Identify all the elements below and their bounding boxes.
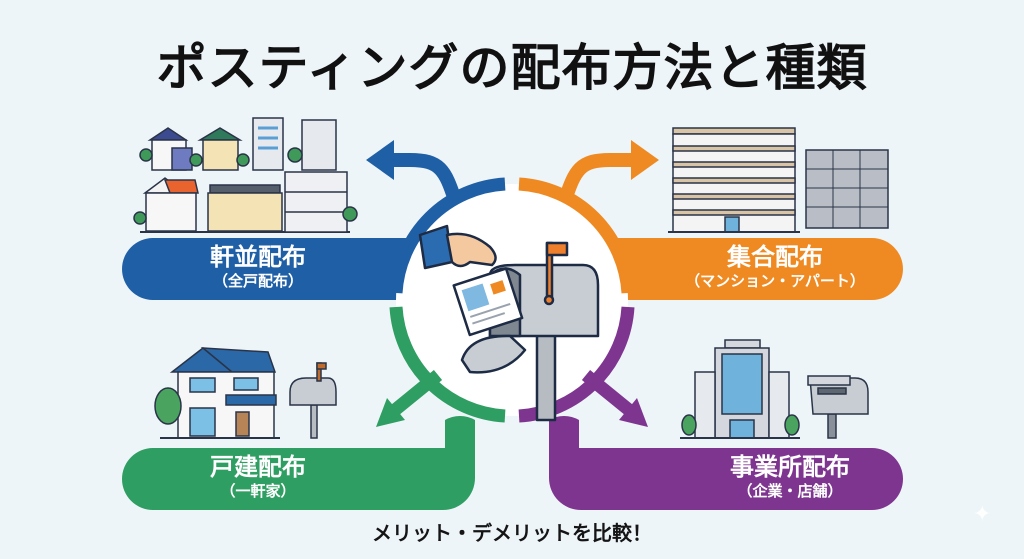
- category-koken: 戸建配布 （一軒家）: [153, 453, 363, 501]
- pill-jigyosho: [549, 415, 903, 510]
- category-noki: 軒並配布 （全戸配布）: [153, 243, 363, 291]
- category-label: 集合配布: [727, 243, 823, 271]
- category-shugo: 集合配布 （マンション・アパート）: [655, 243, 895, 291]
- apartment-and-mailbox-bank-icon: [668, 127, 889, 233]
- category-label: 軒並配布: [210, 243, 306, 271]
- pill-shugo: [588, 238, 903, 300]
- arrow-green-icon: [376, 369, 443, 427]
- category-label: 戸建配布: [210, 453, 306, 481]
- category-jigyosho: 事業所配布 （企業・店舗）: [680, 453, 900, 501]
- category-sub: （企業・店舗）: [737, 482, 843, 500]
- town-houses-and-buildings-icon: [133, 117, 358, 233]
- detached-house-with-mailbox-icon: [154, 347, 337, 439]
- hand-inserting-flyer-into-mailbox-icon: [418, 224, 600, 422]
- category-sub: （マンション・アパート）: [685, 272, 865, 290]
- office-building-with-postbox-icon: [680, 339, 869, 439]
- category-sub: （全戸配布）: [212, 272, 303, 290]
- ring-arc-orange: [518, 177, 635, 294]
- sparkle-icon: ✦: [973, 502, 992, 527]
- arrow-orange-icon: [558, 140, 659, 203]
- footer-caption: メリット・デメリットを比較！: [372, 521, 652, 545]
- arrow-blue-icon: [366, 140, 462, 203]
- category-label: 事業所配布: [730, 453, 850, 481]
- page-title: ポスティングの配布方法と種類: [156, 39, 868, 97]
- ring-arc-blue: [389, 177, 506, 294]
- pill-noki: [122, 238, 440, 300]
- pill-koken: [122, 415, 475, 510]
- arrow-purple-icon: [581, 369, 648, 427]
- category-sub: （一軒家）: [220, 482, 296, 500]
